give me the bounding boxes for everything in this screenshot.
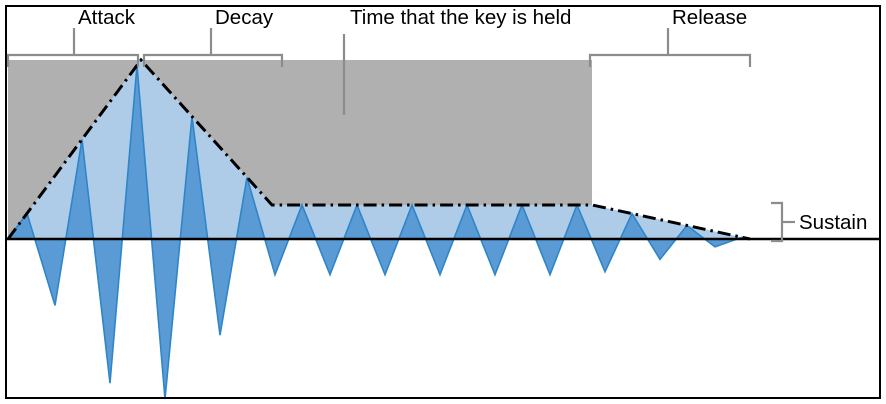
- bracket-release: [588, 53, 752, 67]
- label-attack: Attack: [78, 6, 136, 29]
- adsr-envelope-line: [6, 57, 751, 241]
- label-release: Release: [672, 6, 747, 29]
- label-sustain: Sustain: [799, 211, 867, 234]
- annotation-brackets: [6, 28, 795, 243]
- label-decay: Decay: [215, 6, 274, 29]
- bracket-decay: [142, 53, 284, 67]
- label-time-key-held: Time that the key is held: [350, 6, 571, 29]
- key-held-gray-area: [8, 60, 592, 239]
- diagram-frame: [5, 5, 881, 399]
- key-held-region: [8, 60, 592, 239]
